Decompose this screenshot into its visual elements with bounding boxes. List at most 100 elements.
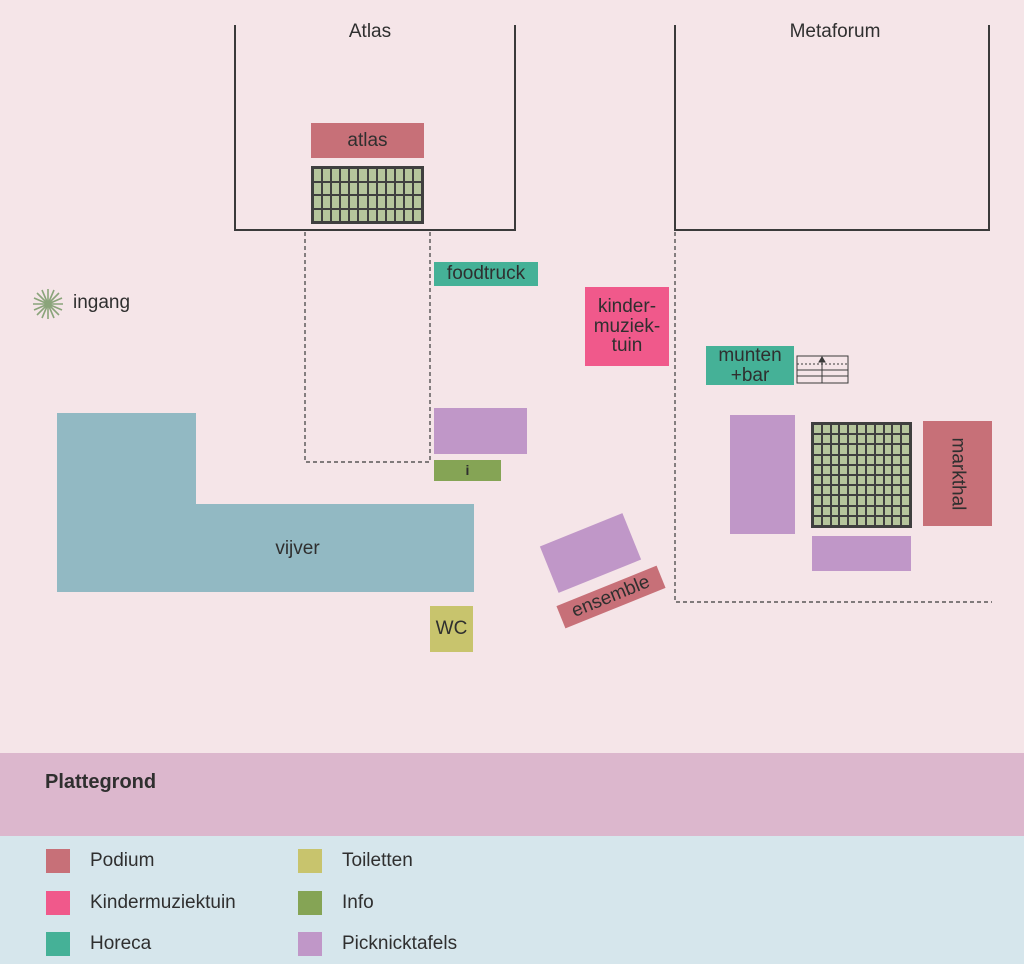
seat [341,196,349,208]
seat [858,506,865,515]
seat [814,475,821,485]
seat [849,435,857,444]
seat [822,516,830,525]
seat [884,445,892,454]
legend-item-podium: Podium [46,848,154,874]
metaforum-dashed-area [674,232,992,603]
seat [866,475,874,485]
seat [884,465,892,474]
seat [875,425,883,434]
seat [893,506,901,515]
seat [359,209,367,221]
wc-label: WC [435,618,468,640]
seat [875,486,883,495]
seat [875,465,883,474]
seat [831,516,839,525]
seat [386,196,394,208]
seat [359,196,367,208]
seat [814,425,821,434]
seat [814,445,821,454]
seat [413,182,421,194]
seat [849,455,857,464]
seat [377,209,385,221]
seat [413,209,421,221]
seat [831,435,839,444]
seat [822,435,830,444]
star-burst-icon [33,289,63,319]
seat [822,455,830,464]
seat [814,496,821,505]
legend-label-info: Info [342,892,374,913]
legend-swatch-picknicktafels [298,932,322,956]
seat [332,196,340,208]
seat [395,209,403,221]
seat [875,475,883,485]
seat [884,506,892,515]
bar-counter-icon [796,355,849,384]
legend-label-toiletten: Toiletten [342,850,413,871]
seat [341,182,349,194]
seat [404,169,412,181]
seat [875,445,883,454]
seat [884,496,892,505]
seat [323,169,331,181]
seat [831,496,839,505]
seat [875,435,883,444]
seat [902,496,909,505]
legend-swatch-kindermuziektuin [46,891,70,915]
seat [840,425,848,434]
seat [866,496,874,505]
seat [840,445,848,454]
seat [831,425,839,434]
seat [368,209,376,221]
atlas-stage: atlas [311,123,424,158]
seat [902,506,909,515]
seat [849,475,857,485]
site-map: Atlas Metaforum ingang atlas foodtruck k… [33,21,992,652]
seat [893,496,901,505]
metaforum-building-label: Metaforum [789,21,881,42]
atlas-building-label: Atlas [348,21,392,42]
legend-item-toiletten: Toiletten [298,848,413,874]
seat [314,182,322,194]
legend-item-picknicktafels: Picknicktafels [298,931,457,957]
seat [831,486,839,495]
seat [849,506,857,515]
seat [404,182,412,194]
seat [323,209,331,221]
seat [866,435,874,444]
markthal-seating [811,422,912,528]
seat [822,475,830,485]
seat [849,496,857,505]
seat [840,455,848,464]
seat [377,169,385,181]
seat [875,516,883,525]
seat [814,455,821,464]
seat [893,445,901,454]
picnic-tables-markthal-left [730,415,795,534]
seat [332,182,340,194]
seat [359,169,367,181]
legend-swatch-toiletten [298,849,322,873]
info-point: i [434,460,501,481]
legend-label-picknicktafels: Picknicktafels [342,933,458,954]
seat [404,196,412,208]
seat [413,196,421,208]
seat [849,516,857,525]
seat [902,516,909,525]
seat [849,445,857,454]
seat [858,475,865,485]
picnic-tables-markthal-bottom [812,536,911,571]
foodtruck-label: foodtruck [446,263,526,285]
legend-label-horeca: Horeca [90,933,152,954]
munten-label-line-2: +bar [730,364,770,386]
seat [902,435,909,444]
seat [814,486,821,495]
kinder-label-line-3: tuin [611,335,643,357]
seat [884,455,892,464]
legend-swatch-info [298,891,322,915]
seat [902,455,909,464]
seat [902,425,909,434]
seat [332,169,340,181]
seat [866,425,874,434]
